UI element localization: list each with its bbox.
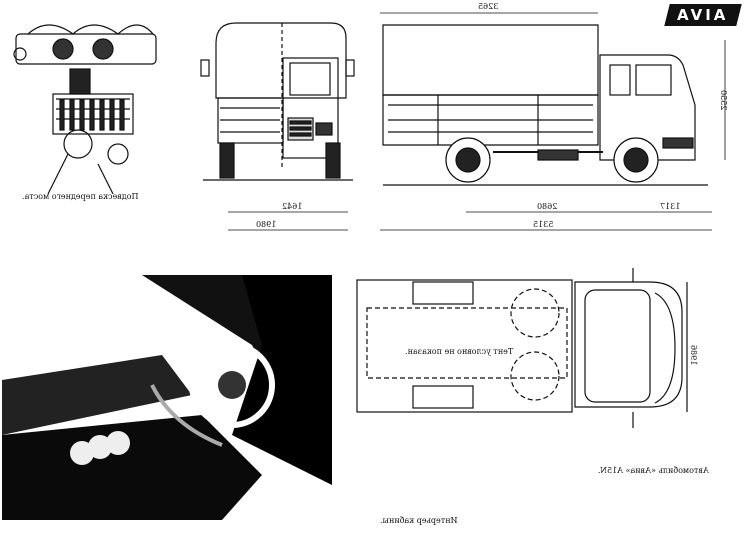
dim-overall-length: 5315 [533,220,554,229]
dim-front-overhang: 1317 [660,202,681,211]
model-caption: Автомобиль «Авиа» A15N. [598,466,709,475]
dimension-lines [228,12,726,231]
tent-note: Тент условно не показан. [405,347,514,356]
dim-cargo-length: 3265 [478,2,499,11]
truck-front-view [200,22,355,181]
dim-overall-height: 2550 [719,90,728,111]
dim-cargo-width: 1986 [689,345,698,366]
dim-overall-width: 1980 [256,220,277,229]
dim-front-track: 1642 [282,202,303,211]
truck-side-view [382,24,708,186]
cab-interior-caption: Интерьер кабины. [380,516,458,525]
truck-top-view [356,268,688,428]
cab-interior-photo [2,275,332,520]
dim-wheelbase: 2680 [537,202,558,211]
front-suspension-drawing [13,24,157,195]
